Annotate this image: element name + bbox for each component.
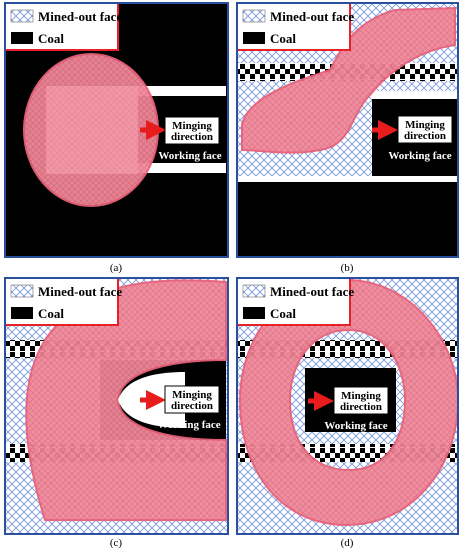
mined-out-zone-d [238,278,460,527]
mining-direction-box-d [333,386,389,415]
legend-coal-b: Coal [270,31,296,46]
legend-coal-c: Coal [38,306,64,321]
frame-d [236,277,459,535]
panel-a: Minging direction Working face Mined-out… [4,2,229,274]
frame-b [236,2,459,258]
caption-c: (c) [110,537,123,549]
coal-swatch-d [243,307,265,319]
caption-d: (d) [341,537,354,549]
working-face-label-a: Working face [158,150,221,162]
working-face-label-c: Working face [157,419,220,431]
panel-d: Minging direction Working face Mined-out… [236,277,460,549]
mined-out-swatch-c [10,284,34,298]
legend-coal-a: Coal [38,31,64,46]
mining-direction-line1-d: Minging [341,390,381,402]
mining-direction-line1-c: Minging [172,389,212,401]
working-face-label-b: Working face [388,150,451,162]
caption-b: (b) [341,262,354,274]
legend-mined-out-b: Mined-out face [270,9,354,24]
roadway-a-bottom [118,163,226,173]
legend-mined-out-a: Mined-out face [38,9,122,24]
roadway-a-top [118,86,226,96]
mined-out-zone-c [25,279,227,521]
mining-direction-box-c [164,385,220,414]
mining-direction-box-a [164,116,220,145]
mining-direction-line2-a: direction [171,131,213,143]
frame-a [4,2,229,258]
mining-direction-line1-b: Minging [405,119,445,131]
legend-coal-d: Coal [270,306,296,321]
frame-c [4,277,229,535]
mined-out-swatch-d [242,284,266,298]
mined-out-zone-b [241,6,456,154]
mining-direction-line2-c: direction [171,400,213,412]
mined-out-swatch-b [242,9,266,23]
mining-direction-line2-b: direction [404,130,446,142]
caption-a: (a) [110,262,123,274]
coal-swatch-a [11,32,33,44]
mining-direction-line2-d: direction [340,401,382,413]
panel-b: Minging direction Working face Mined-out… [236,2,459,274]
mining-direction-line1-a: Minging [172,120,212,132]
working-face-label-d: Working face [324,420,387,432]
mining-direction-box-b [397,115,453,144]
panel-c: Minging direction Working face Mined-out… [4,277,229,549]
legend-mined-out-c: Mined-out face [38,284,122,299]
mined-out-swatch-a [10,9,34,23]
coal-swatch-c [11,307,33,319]
coal-swatch-b [243,32,265,44]
legend-mined-out-d: Mined-out face [270,284,354,299]
